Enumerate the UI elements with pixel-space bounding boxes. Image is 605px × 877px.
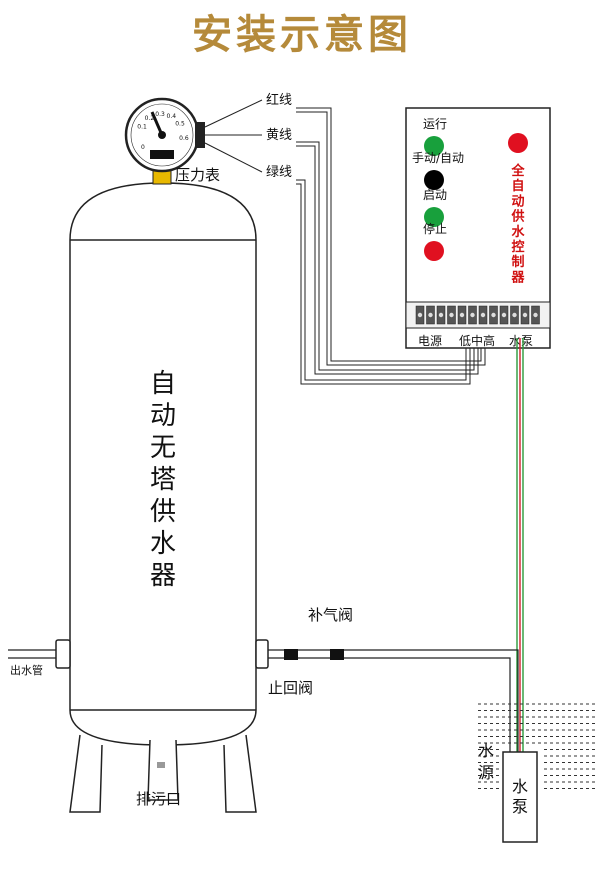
wire-green-label: 绿线 (266, 165, 292, 180)
gauge-tick-label: 0.5 (175, 120, 185, 127)
terminal-screw-head (417, 312, 423, 318)
terminal-screw-head (512, 312, 517, 318)
panel-title-char: 器 (510, 270, 525, 285)
drain-label: 排污口 (136, 790, 181, 808)
pipes (8, 649, 519, 752)
tank (55, 182, 269, 813)
water-source-pattern (478, 703, 595, 789)
check-valve-label: 止回阀 (268, 679, 313, 697)
indicator-label: 手动/自动 (412, 151, 464, 165)
pump-label: 水泵 (512, 777, 528, 816)
panel-title-char: 控 (511, 239, 524, 255)
outlet-pipe-label: 出水管 (10, 663, 43, 677)
water-source-char: 水 (478, 741, 494, 760)
panel-red-light (508, 133, 528, 153)
terminal-power-label: 电源 (418, 334, 442, 348)
tank-label-char: 水 (150, 529, 176, 559)
gauge-tick-label: 0.1 (137, 124, 147, 131)
terminal-screw-head (522, 312, 528, 318)
diagram-title: 安装示意图 (192, 12, 412, 58)
terminal-screw-head (459, 312, 465, 318)
wire-yellow-label: 黄线 (266, 128, 292, 143)
indicator-label: 启动 (423, 188, 447, 202)
terminal-level-label: 低中高 (459, 333, 495, 348)
wire-red-label: 红线 (266, 92, 292, 108)
terminal-screw-head (470, 312, 475, 318)
panel-title-char: 水 (511, 224, 525, 240)
indicator-light-green (424, 207, 444, 227)
terminal-screw-head (449, 312, 454, 318)
indicator-label: 停止 (423, 221, 447, 236)
panel-title-char: 全 (510, 163, 525, 179)
gauge-tick-label: 0.3 (155, 111, 165, 118)
indicator-light-red (424, 241, 444, 261)
pump-label-char: 泵 (512, 797, 528, 816)
panel-title-char: 供 (510, 209, 524, 225)
gauge-tick-label: 0.4 (167, 113, 177, 120)
water-source-char: 源 (478, 763, 494, 782)
gauge-tick-label: 0.2 (145, 115, 155, 122)
submersible-pump (502, 751, 538, 843)
indicator-light-black (424, 170, 444, 190)
terminal-pump-label: 水泵 (509, 334, 533, 348)
tank-label-char: 无 (150, 433, 176, 463)
terminal-screw-head (491, 312, 496, 318)
terminal-screw-head (428, 312, 433, 318)
gauge-tick-label: 0 (141, 144, 145, 151)
pump-label-char: 水 (512, 777, 528, 796)
panel-title-char: 制 (511, 254, 524, 270)
terminal-screw-head (501, 312, 507, 318)
gauge-tick-label: 0.6 (179, 135, 189, 142)
gauge-label: 压力表 (175, 166, 220, 184)
check-valve (284, 649, 298, 660)
tank-label-char: 供 (150, 497, 176, 527)
tank-label-char: 器 (150, 561, 176, 591)
terminal-screw-head (480, 312, 486, 318)
control-box (405, 107, 551, 349)
indicator-label: 运行 (423, 117, 447, 131)
tank-label-char: 塔 (150, 465, 176, 495)
gauge-wires (204, 99, 263, 173)
terminal-screw-head (438, 312, 444, 318)
panel-title-char: 动 (511, 194, 524, 209)
tank-label-char: 自 (150, 369, 176, 399)
panel-title-char: 自 (511, 178, 524, 194)
terminal-screw-head (533, 312, 538, 318)
pump-cable (516, 338, 524, 752)
indicator-light-green (424, 136, 444, 156)
water-source-label: 水源 (478, 741, 494, 782)
air-valve-label: 补气阀 (308, 606, 353, 624)
signal-wires (296, 107, 486, 385)
air-valve (330, 649, 344, 660)
tank-label-char: 动 (150, 401, 176, 431)
